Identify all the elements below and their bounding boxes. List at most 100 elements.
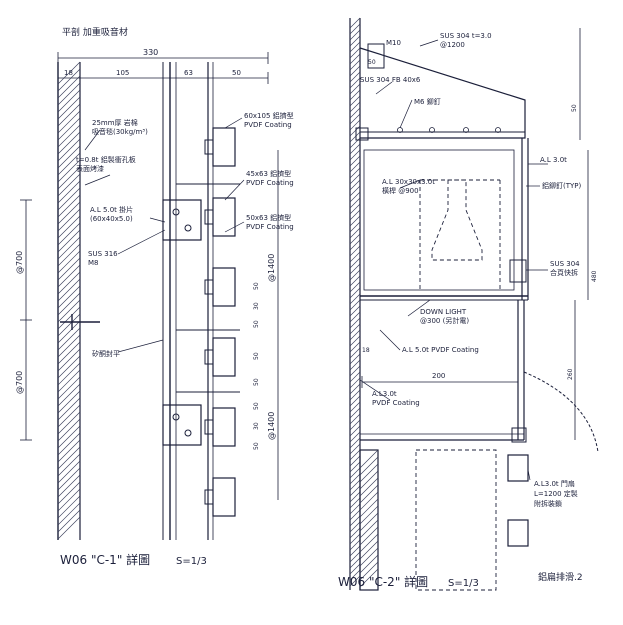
wall-hatch-line (57, 271, 81, 295)
wall-hatch-line (57, 166, 81, 190)
anchor-bolt (60, 314, 100, 330)
right-wall-hatch-line (349, 107, 361, 119)
right-wall-hatch-line (349, 47, 361, 59)
wall-hatch-line (57, 313, 81, 337)
right-block-hatch-line (359, 547, 379, 567)
dim-small-8: 50 (253, 442, 260, 450)
wall-hatch-line (57, 418, 81, 442)
dim-seg-4: 50 (232, 69, 241, 77)
dim-small-7: 30 (253, 422, 260, 430)
wall-hatch-line (57, 82, 81, 106)
right-detail-c2: M10 SUS 304 t=3.0@1200 50 SUS 304 FB 40x… (338, 17, 599, 591)
right-wall-hatch-line (349, 17, 361, 29)
right-wall-hatch-line (349, 473, 361, 485)
wall-hatch-line (57, 292, 81, 316)
wall-hatch-line (57, 453, 81, 477)
wall-hatch-line (57, 488, 81, 512)
right-wall-hatch-line (349, 497, 361, 509)
right-wall-hatch-line (349, 419, 361, 431)
dim-total-label: 330 (143, 48, 158, 57)
right-wall-hatch-line (349, 425, 361, 437)
right-wall-hatch-line (349, 77, 361, 89)
wall-hatch-line (57, 348, 81, 372)
right-wall-hatch-line (349, 59, 361, 71)
right-wall-hatch-line (349, 197, 361, 209)
note-d200: 200 (432, 372, 445, 380)
right-wall-hatch-line (349, 179, 361, 191)
right-wall-hatch-line (349, 431, 361, 443)
note-sus-fb: SUS 304 FB 40x6 (360, 76, 421, 84)
right-wall-hatch-line (349, 389, 361, 401)
wall-hatch-line (57, 327, 81, 351)
right-wall-hatch-line (349, 65, 361, 77)
wall-hatch-line (57, 495, 81, 519)
wall-hatch-line (57, 362, 81, 386)
right-wall-hatch-line (349, 533, 361, 545)
right-block-hatch-line (359, 540, 379, 560)
right-wall-hatch-line (349, 521, 361, 533)
right-block-hatch-line (359, 512, 379, 532)
right-wall-hatch-line (349, 557, 361, 569)
right-wall-hatch-line (349, 395, 361, 407)
right-block-hatch-line (359, 477, 379, 497)
right-block-hatch-line (359, 498, 379, 518)
right-block-hatch-line (359, 456, 379, 476)
right-wall-hatch-line (349, 539, 361, 551)
right-block-hatch-line (359, 463, 379, 483)
bracket-plates (162, 183, 240, 446)
right-wall-hatch-line (349, 83, 361, 95)
right-wall-hatch-line (349, 509, 361, 521)
wall-hatch-line (57, 460, 81, 484)
right-wall-hatch-line (349, 239, 361, 251)
wall-hatch-line (57, 180, 81, 204)
fin-tubes (204, 127, 236, 517)
right-wall-hatch-line (349, 221, 361, 233)
right-wall-hatch-line (349, 545, 361, 557)
note-perforated-panel: t=0.8t 鋁製衝孔板表面烤漆 (76, 155, 136, 173)
right-wall-hatch-line (349, 443, 361, 455)
right-block-hatch-line (359, 470, 379, 490)
right-wall-hatch-line (349, 407, 361, 419)
wall-hatch-line (57, 474, 81, 498)
right-block-hatch-line (359, 561, 379, 581)
wall-hatch-line (57, 89, 81, 113)
wall-hatch-line (57, 411, 81, 435)
dim-seg-2: 105 (116, 69, 129, 77)
wall-hatch-line (57, 243, 81, 267)
right-wall-hatch-line (349, 491, 361, 503)
right-wall-hatch-line (349, 305, 361, 317)
right-wall-hatch-line (349, 161, 361, 173)
dim-right-2: @1400 (267, 412, 276, 440)
right-wall-hatch-line (349, 317, 361, 329)
wall-hatch-line (57, 222, 81, 246)
left-detail-c1: 平剖 加重吸音材 330 18 105 63 50 (15, 26, 294, 567)
wall-hatch-line (57, 299, 81, 323)
right-title: W06 "C-2" 詳圖 (338, 574, 428, 589)
left-leaders (84, 117, 245, 353)
right-scale: S=1/3 (448, 578, 479, 589)
right-wall-hatch-line (349, 101, 361, 113)
wall-hatch-line (57, 516, 81, 540)
wall-hatch-line (57, 278, 81, 302)
right-block-hatch-line (359, 484, 379, 504)
note-d18: 18 (362, 347, 370, 354)
right-wall-hatch-line (349, 377, 361, 389)
dim-total: 330 (57, 48, 269, 64)
right-wall-hatch-line (349, 143, 361, 155)
right-wall-hatch-line (349, 569, 361, 581)
right-wall-hatch-line (349, 359, 361, 371)
left-title: W06 "C-1" 詳圖 (60, 552, 150, 567)
wall-hatch-line (57, 117, 81, 141)
dim-left-2: @700 (15, 371, 24, 394)
right-wall-hatch-line (349, 515, 361, 527)
right-wall-hatch-line (349, 131, 361, 143)
wall-hatch-line (57, 439, 81, 463)
right-wall-hatch-line (349, 455, 361, 467)
right-block-hatch-line (359, 519, 379, 539)
right-wall-hatch-line (349, 287, 361, 299)
right-wall-hatch-line (349, 401, 361, 413)
right-wall-hatch-line (349, 383, 361, 395)
dim-small-5: 50 (253, 378, 260, 386)
